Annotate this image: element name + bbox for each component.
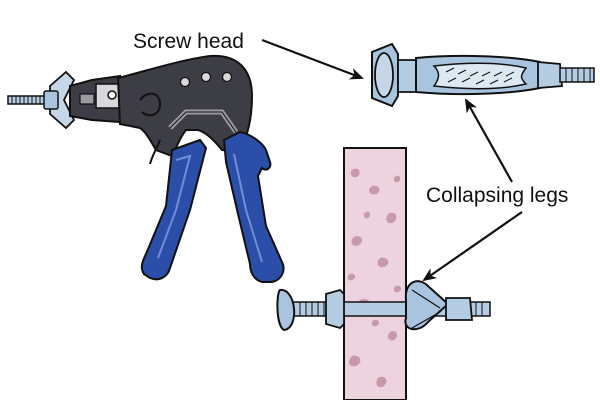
tool-right-handle bbox=[222, 130, 285, 283]
collapsing-legs-label: Collapsing legs bbox=[426, 184, 569, 207]
screw-head-arrow bbox=[261, 38, 364, 80]
wall-section bbox=[343, 147, 407, 400]
tool-hook bbox=[139, 92, 162, 117]
legs-arrow-lower bbox=[422, 211, 523, 282]
rivet bbox=[221, 71, 233, 83]
tool-left-handle bbox=[140, 138, 208, 281]
tool-nose bbox=[69, 74, 123, 124]
anchor-installed bbox=[276, 280, 491, 332]
installed-screw-head bbox=[276, 289, 296, 332]
installed-collapsed-legs bbox=[404, 280, 450, 331]
tool-screw bbox=[7, 70, 76, 130]
wall-texture bbox=[347, 168, 402, 388]
collapsing-legs-slot bbox=[432, 62, 528, 90]
screw-head-label: Screw head bbox=[133, 30, 244, 53]
anchor-uncollapsed bbox=[371, 42, 595, 108]
legs-arrow-upper bbox=[465, 98, 513, 183]
setting-tool bbox=[7, 54, 285, 283]
rivet bbox=[200, 71, 212, 83]
rivet bbox=[179, 76, 191, 88]
